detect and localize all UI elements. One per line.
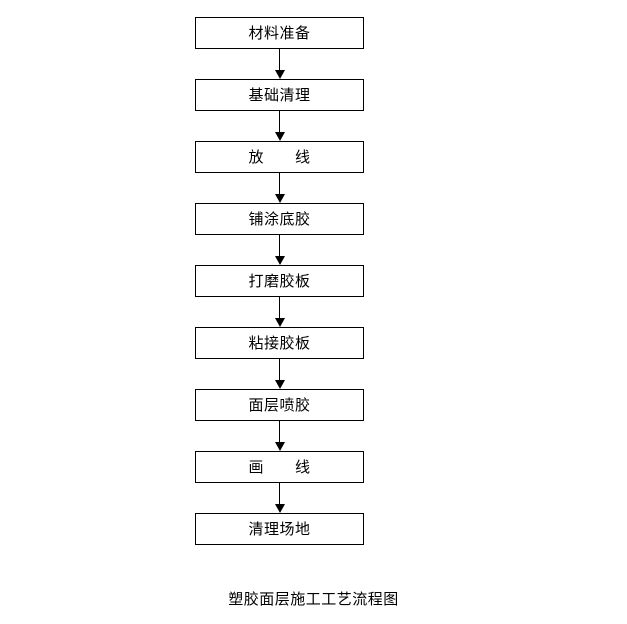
flowchart-node-1[interactable]: 材料准备 xyxy=(195,17,364,49)
flowchart-node-7[interactable]: 面层喷胶 xyxy=(195,389,364,421)
process-box-label: 铺涂底胶 xyxy=(248,209,311,228)
arrow-head-icon xyxy=(275,256,285,265)
process-box-sanding-rubber-sheet[interactable]: 打磨胶板 xyxy=(195,265,364,297)
arrow-head-icon xyxy=(275,380,285,389)
process-box-label: 画 线 xyxy=(248,457,311,476)
flowchart-node-stack: 材料准备 基础清理 放 线 铺涂底胶 xyxy=(195,17,364,545)
arrow-connector-1 xyxy=(195,49,364,79)
flowchart-node-8[interactable]: 画 线 xyxy=(195,451,364,483)
process-box-label: 打磨胶板 xyxy=(248,271,311,290)
arrow-line xyxy=(279,49,280,72)
arrow-line xyxy=(279,421,280,444)
arrow-head-icon xyxy=(275,70,285,79)
process-box-bonding-rubber-sheet[interactable]: 粘接胶板 xyxy=(195,327,364,359)
arrow-head-icon xyxy=(275,442,285,451)
flowchart-node-3[interactable]: 放 线 xyxy=(195,141,364,173)
arrow-connector-4 xyxy=(195,235,364,265)
arrow-line xyxy=(279,111,280,134)
process-box-label: 材料准备 xyxy=(248,23,311,42)
process-box-label: 清理场地 xyxy=(248,519,311,538)
flowchart-node-6[interactable]: 粘接胶板 xyxy=(195,327,364,359)
arrow-line xyxy=(279,297,280,320)
arrow-connector-3 xyxy=(195,173,364,203)
flowchart-node-4[interactable]: 铺涂底胶 xyxy=(195,203,364,235)
arrow-line xyxy=(279,359,280,382)
process-box-base-cleaning[interactable]: 基础清理 xyxy=(195,79,364,111)
process-box-primer-application[interactable]: 铺涂底胶 xyxy=(195,203,364,235)
flowchart-node-9[interactable]: 清理场地 xyxy=(195,513,364,545)
process-box-line-drawing[interactable]: 画 线 xyxy=(195,451,364,483)
process-box-site-cleanup[interactable]: 清理场地 xyxy=(195,513,364,545)
arrow-connector-7 xyxy=(195,421,364,451)
flowchart-node-2[interactable]: 基础清理 xyxy=(195,79,364,111)
process-box-layout-marking[interactable]: 放 线 xyxy=(195,141,364,173)
arrow-connector-8 xyxy=(195,483,364,513)
process-box-label: 面层喷胶 xyxy=(248,395,311,414)
arrow-connector-6 xyxy=(195,359,364,389)
arrow-connector-5 xyxy=(195,297,364,327)
arrow-connector-2 xyxy=(195,111,364,141)
process-box-label: 放 线 xyxy=(248,147,311,166)
arrow-head-icon xyxy=(275,132,285,141)
process-box-surface-spraying[interactable]: 面层喷胶 xyxy=(195,389,364,421)
process-box-label: 粘接胶板 xyxy=(248,333,311,352)
arrow-line xyxy=(279,173,280,196)
arrow-head-icon xyxy=(275,318,285,327)
process-box-material-preparation[interactable]: 材料准备 xyxy=(195,17,364,49)
process-box-label: 基础清理 xyxy=(248,85,311,104)
flowchart-node-5[interactable]: 打磨胶板 xyxy=(195,265,364,297)
arrow-line xyxy=(279,235,280,258)
arrow-head-icon xyxy=(275,194,285,203)
diagram-caption: 塑胶面层施工工艺流程图 xyxy=(228,590,399,608)
arrow-head-icon xyxy=(275,504,285,513)
arrow-line xyxy=(279,483,280,506)
